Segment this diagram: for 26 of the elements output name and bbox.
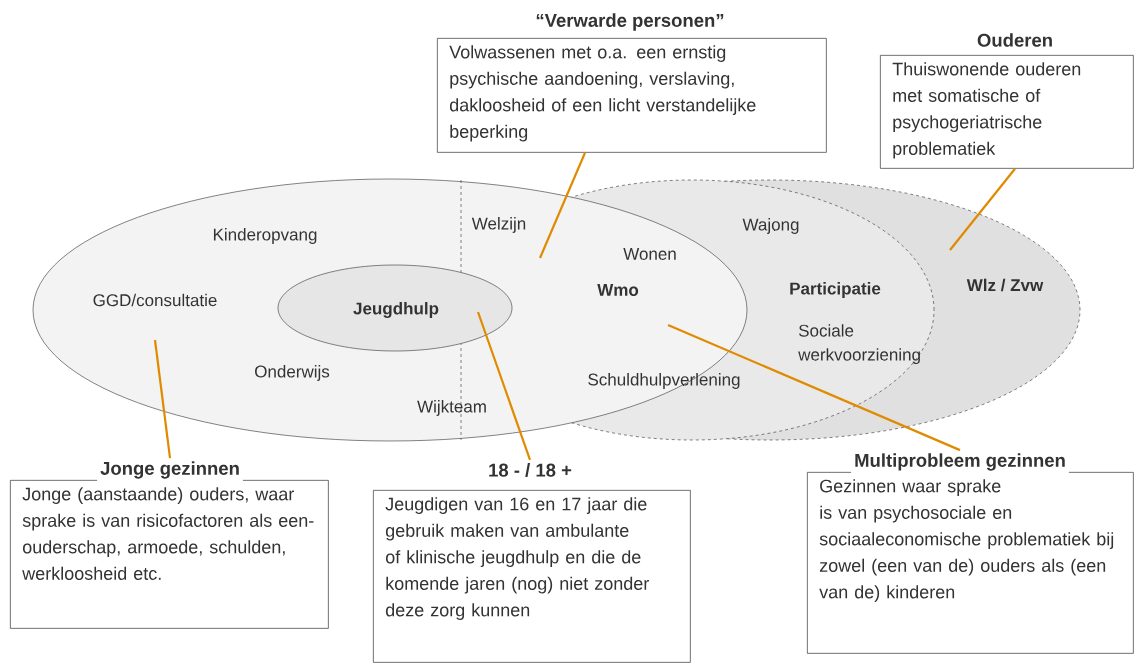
region-label: Participatie: [790, 282, 881, 298]
region-label: Jeugdhulp: [353, 302, 439, 318]
callout-heading: Jonge gezinnen: [97, 458, 243, 482]
callout-heading: “Verwarde personen”: [532, 10, 728, 34]
leader-line: [949, 168, 1016, 251]
region-label: Kinderopvang: [213, 228, 317, 244]
leader-line: [476, 311, 532, 461]
region-label: Wijkteam: [417, 400, 486, 416]
leader-line: [539, 152, 586, 259]
region-label: Wonen: [623, 248, 676, 260]
region-label: Sociale werkvoorziening: [798, 324, 920, 365]
callout-box: Thuiswonende ouderen met somatische of psychogeriatrische problematiek: [880, 55, 1134, 169]
region-label: Wajong: [742, 218, 799, 234]
callout-heading: Multiprobleem gezinnen: [851, 450, 1069, 474]
region-label: GGD/consultatie: [93, 293, 217, 307]
region-label: Welzijn: [471, 217, 526, 233]
region-label: Schuldhulpverlening: [588, 373, 740, 389]
region-label: Onderwijs: [255, 365, 330, 381]
leader-line: [667, 324, 961, 452]
callout-box: Jeugdigen van 16 en 17 jaar die gebruik maken van ambulante of klinische jeugdhulp en die de komende jaren (nog) niet zonder deze zorg kunnen: [373, 490, 691, 663]
leader-line: [153, 339, 172, 459]
region-label: Wmo: [597, 284, 639, 296]
callout-heading: 18 - / 18 +: [485, 460, 575, 480]
region-label: Wlz / Zvw: [966, 278, 1044, 292]
callout-box: Volwassenen met o.a. een ernstig psychische aandoening, verslaving, dakloosheid of een licht verstandelijke beperking: [437, 38, 827, 153]
callout-heading: Ouderen: [973, 30, 1057, 50]
